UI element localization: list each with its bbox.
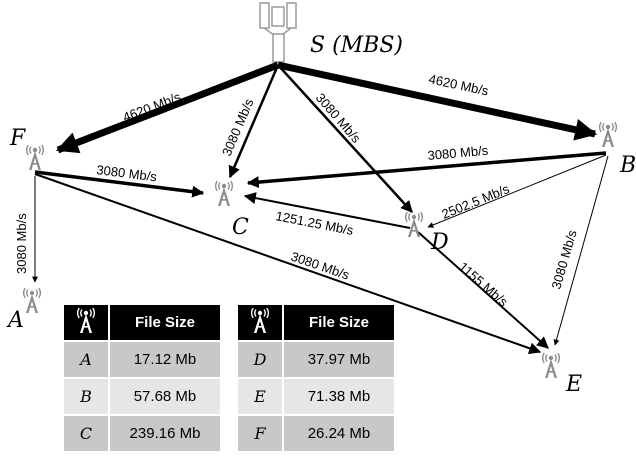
size-cell: 37.97 Mb bbox=[284, 342, 394, 377]
node-cell: C bbox=[64, 416, 108, 451]
node-label-b: B bbox=[619, 153, 636, 178]
node-label-a: A bbox=[6, 308, 24, 333]
edge-b-e bbox=[553, 155, 609, 346]
table-row: C 239.16 Mb F 26.24 Mb bbox=[64, 416, 394, 451]
edge-s-f bbox=[55, 61, 280, 154]
table-header: File Size File Size bbox=[64, 305, 394, 340]
rate-label: 2502.5 Mb/s bbox=[440, 181, 512, 222]
rate-label: 4620 Mb/s bbox=[427, 71, 490, 98]
antenna-icon bbox=[22, 288, 42, 314]
rate-label: 3080 Mb/s bbox=[14, 213, 29, 274]
edge-f-e bbox=[34, 173, 542, 355]
source-label: S (MBS) bbox=[310, 33, 403, 58]
size-cell: 71.38 Mb bbox=[284, 379, 394, 414]
antenna-icon bbox=[541, 353, 561, 379]
antenna-icon bbox=[238, 305, 282, 340]
edges bbox=[32, 61, 609, 355]
edge-s-b bbox=[277, 61, 598, 141]
edge-b-c bbox=[246, 151, 607, 189]
node-label-d: D bbox=[430, 230, 449, 255]
edge-d-e bbox=[417, 231, 549, 349]
edge-s-d bbox=[277, 64, 413, 213]
rate-label: 3080 Mb/s bbox=[313, 90, 364, 146]
rate-label: 3080 Mb/s bbox=[96, 162, 159, 184]
antenna-icon bbox=[64, 305, 108, 340]
size-cell: 17.12 Mb bbox=[110, 342, 220, 377]
rate-label: 3080 Mb/s bbox=[548, 228, 579, 291]
tower-icon bbox=[259, 2, 297, 63]
edge-s-c bbox=[228, 64, 280, 179]
table-row: B 57.68 Mb E 71.38 Mb bbox=[64, 379, 394, 414]
node-label-c: C bbox=[232, 215, 249, 240]
antenna-icon bbox=[214, 181, 234, 207]
size-cell: 239.16 Mb bbox=[110, 416, 220, 451]
edge-b-d bbox=[427, 154, 607, 228]
size-cell: 26.24 Mb bbox=[284, 416, 394, 451]
link-labels: 4620 Mb/s 4620 Mb/s 3080 Mb/s 3080 Mb/s … bbox=[14, 71, 580, 310]
file-size-header: File Size bbox=[284, 305, 394, 340]
node-label-e: E bbox=[565, 372, 582, 397]
node-label-f: F bbox=[9, 126, 26, 151]
antenna-icon bbox=[25, 145, 45, 171]
node-cell: F bbox=[238, 416, 282, 451]
rate-label: 3080 Mb/s bbox=[289, 249, 352, 283]
rate-label: 1155 Mb/s bbox=[456, 259, 511, 310]
node-cell: A bbox=[64, 342, 108, 377]
file-size-table: File Size File Size A 17.12 Mb D 37.97 M… bbox=[62, 303, 396, 453]
antenna-icon bbox=[598, 122, 618, 148]
rate-label: 1251.25 Mb/s bbox=[274, 208, 355, 238]
size-cell: 57.68 Mb bbox=[110, 379, 220, 414]
table-row: A 17.12 Mb D 37.97 Mb bbox=[64, 342, 394, 377]
node-cell: E bbox=[238, 379, 282, 414]
node-cell: D bbox=[238, 342, 282, 377]
rate-label: 3080 Mb/s bbox=[427, 143, 489, 163]
edge-f-c bbox=[34, 170, 205, 198]
node-cell: B bbox=[64, 379, 108, 414]
edge-d-c bbox=[243, 192, 411, 229]
file-size-header: File Size bbox=[110, 305, 220, 340]
